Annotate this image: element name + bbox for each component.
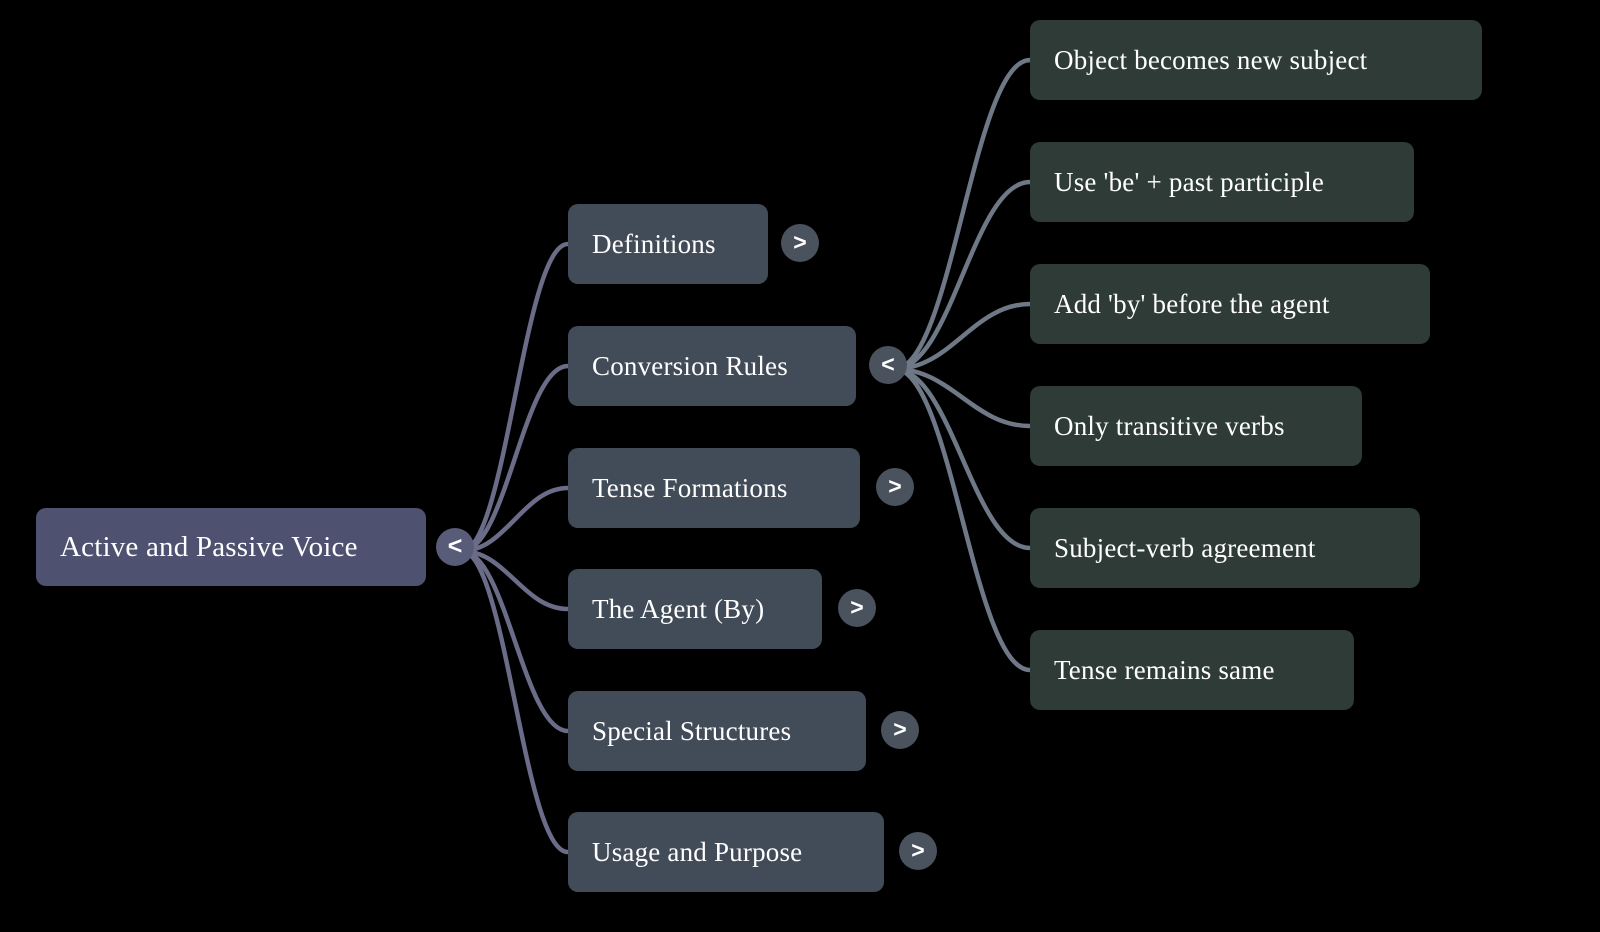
root-node-collapse-toggle-icon[interactable]: < (436, 528, 474, 566)
leaf-node-subject-verb-agreement-label: Subject-verb agreement (1054, 532, 1316, 563)
leaf-node-subject-verb-agreement[interactable]: Subject-verb agreement (1030, 508, 1420, 588)
mindmap-edge (459, 485, 571, 554)
leaf-node-use-be-past-participle[interactable]: Use 'be' + past participle (1030, 142, 1414, 222)
branch-node-definitions-label: Definitions (592, 228, 716, 259)
leaf-node-tense-remains-same[interactable]: Tense remains same (1030, 630, 1354, 710)
branch-node-conversion-rules[interactable]: Conversion Rules (568, 326, 856, 406)
mindmap-edge (892, 57, 1033, 372)
mindmap-edge (459, 241, 571, 554)
branch-node-the-agent-by-label: The Agent (By) (592, 593, 765, 624)
branch-node-tense-formations-toggle-glyph: > (888, 472, 902, 499)
mindmap-edge (892, 179, 1033, 372)
leaf-node-tense-remains-same-label: Tense remains same (1054, 654, 1275, 685)
mindmap-edge (459, 548, 571, 734)
root-node-active-and-passive-voice[interactable]: Active and Passive Voice (36, 508, 426, 586)
leaf-node-object-becomes-new-subject[interactable]: Object becomes new subject (1030, 20, 1482, 100)
leaf-node-add-by-before-agent-label: Add 'by' before the agent (1054, 288, 1330, 319)
branch-node-special-structures-toggle-glyph: > (893, 715, 907, 742)
branch-node-the-agent-by-toggle-glyph: > (850, 593, 864, 620)
branch-node-tense-formations[interactable]: Tense Formations (568, 448, 860, 528)
mindmap-edge (459, 548, 571, 612)
branch-node-tense-formations-expand-toggle-icon[interactable]: > (876, 468, 914, 506)
leaf-node-add-by-before-agent[interactable]: Add 'by' before the agent (1030, 264, 1430, 344)
branch-node-special-structures-label: Special Structures (592, 715, 792, 746)
branch-node-usage-and-purpose-label: Usage and Purpose (592, 836, 803, 867)
branch-node-definitions[interactable]: Definitions (568, 204, 768, 284)
branch-node-conversion-rules-toggle-glyph: < (881, 350, 895, 377)
leaf-node-only-transitive-verbs-label: Only transitive verbs (1054, 410, 1285, 441)
root-node-active-and-passive-voice-label: Active and Passive Voice (60, 530, 358, 563)
mindmap-edge (892, 366, 1033, 551)
branch-node-usage-and-purpose-expand-toggle-icon[interactable]: > (899, 832, 937, 870)
branch-node-conversion-rules-collapse-toggle-icon[interactable]: < (869, 346, 907, 384)
branch-node-usage-and-purpose[interactable]: Usage and Purpose (568, 812, 884, 892)
mindmap-edge (459, 548, 571, 855)
leaf-node-use-be-past-participle-label: Use 'be' + past participle (1054, 166, 1325, 197)
branch-node-tense-formations-label: Tense Formations (592, 472, 788, 503)
branch-node-the-agent-by[interactable]: The Agent (By) (568, 569, 822, 649)
root-node-toggle-glyph: < (447, 531, 463, 560)
branch-node-definitions-expand-toggle-icon[interactable]: > (781, 224, 819, 262)
branch-node-the-agent-by-expand-toggle-icon[interactable]: > (838, 589, 876, 627)
mindmap-edge (892, 366, 1033, 673)
branch-node-special-structures[interactable]: Special Structures (568, 691, 866, 771)
mindmap-edge (892, 301, 1033, 372)
branch-node-definitions-toggle-glyph: > (793, 228, 807, 255)
leaf-node-only-transitive-verbs[interactable]: Only transitive verbs (1030, 386, 1362, 466)
branch-node-usage-and-purpose-toggle-glyph: > (911, 836, 925, 863)
mindmap-edge (892, 366, 1033, 429)
leaf-node-object-becomes-new-subject-label: Object becomes new subject (1054, 44, 1368, 75)
branch-node-conversion-rules-label: Conversion Rules (592, 350, 788, 381)
branch-node-special-structures-expand-toggle-icon[interactable]: > (881, 711, 919, 749)
mindmap-edge (459, 363, 571, 554)
